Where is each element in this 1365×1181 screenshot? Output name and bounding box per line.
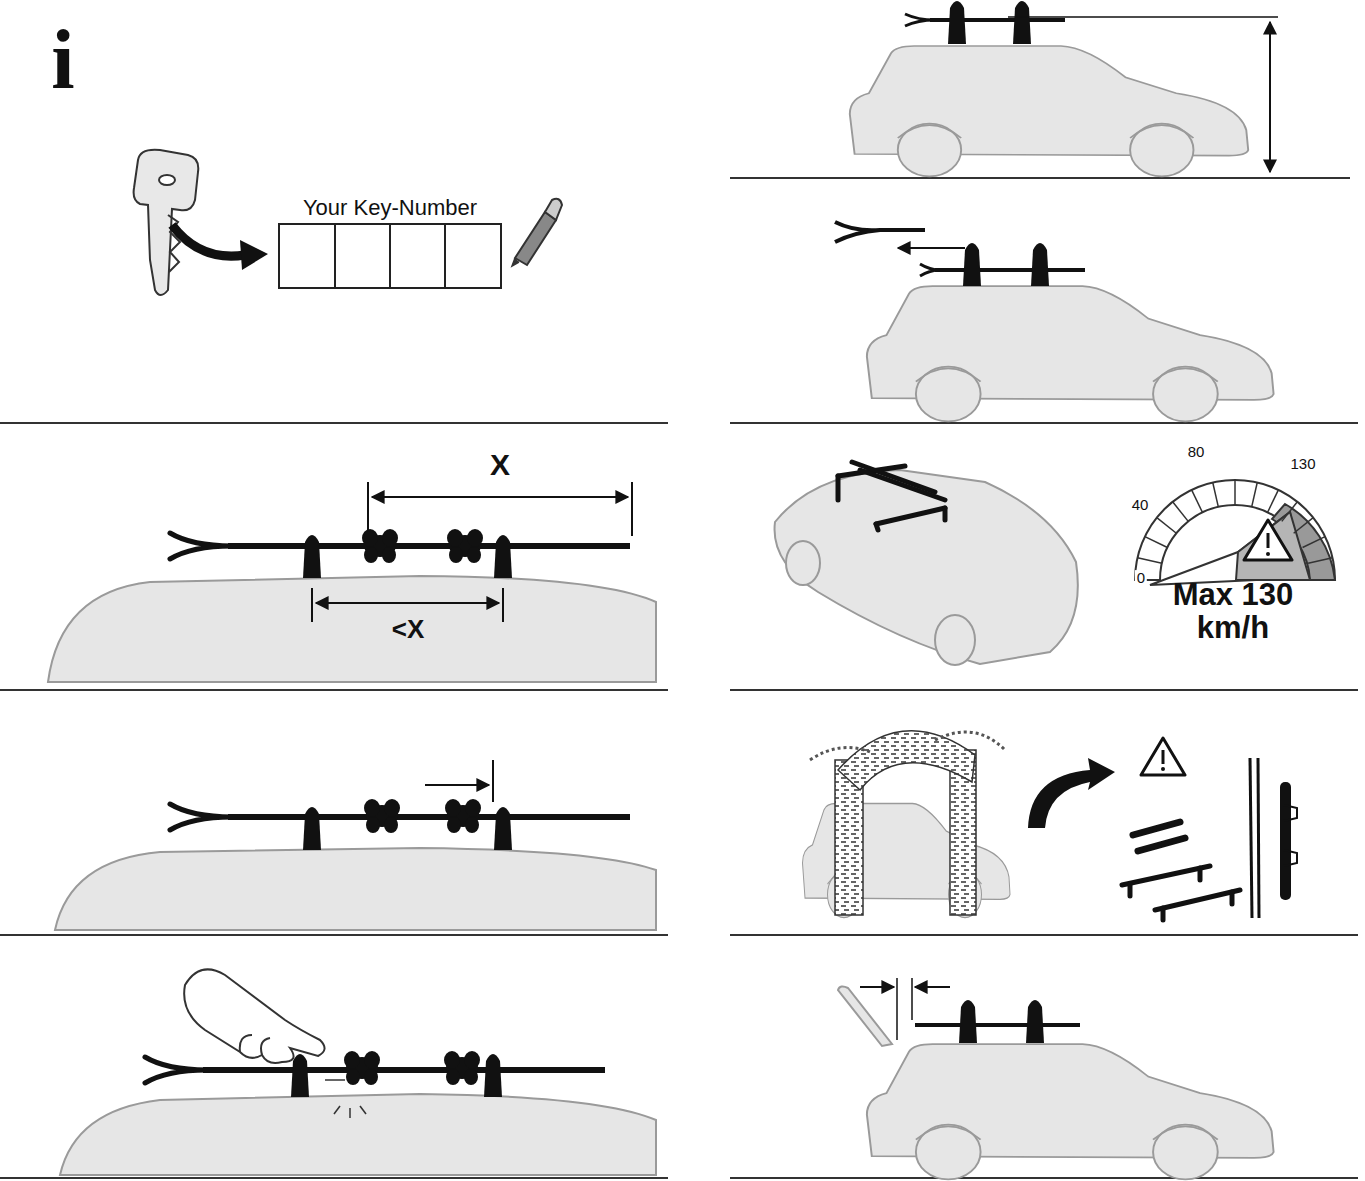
hand-icon: [184, 969, 324, 1063]
cell-divider: [444, 225, 446, 287]
dial-tick: [1303, 537, 1326, 548]
box-heading: Your Key-Number: [303, 195, 477, 221]
dial-tick: [1282, 502, 1298, 522]
dial-tick: [1268, 490, 1279, 513]
dial-tick: [1294, 518, 1314, 534]
dial-tick: [1173, 502, 1189, 522]
key-number-box: Your Key-Number: [278, 223, 502, 289]
info-icon: i: [51, 16, 74, 104]
dial-number: 0: [1135, 570, 1147, 586]
dial-number: 40: [1130, 497, 1151, 513]
dial-tick: [1252, 483, 1258, 507]
pen-icon: [512, 199, 562, 266]
cell-divider: [389, 225, 391, 287]
dial-tick: [1310, 579, 1335, 581]
speed-limit-note: Max 130 km/h: [1146, 579, 1321, 644]
dial-tick: [1234, 480, 1236, 505]
dial-tick: [1145, 537, 1168, 548]
cell-divider: [334, 225, 336, 287]
dial-number: 130: [1288, 456, 1317, 472]
dial-tick: [1138, 558, 1162, 564]
dial-tick: [1213, 483, 1219, 507]
dial-tick: [1308, 558, 1332, 564]
dial-number: 80: [1186, 444, 1207, 460]
speedometer: [1135, 480, 1335, 585]
dial-tick: [1192, 490, 1203, 513]
dial-tick: [1157, 518, 1177, 534]
key-icon: [134, 150, 268, 295]
dimension-label: X: [490, 449, 510, 481]
dimension-label: <X: [392, 616, 425, 643]
